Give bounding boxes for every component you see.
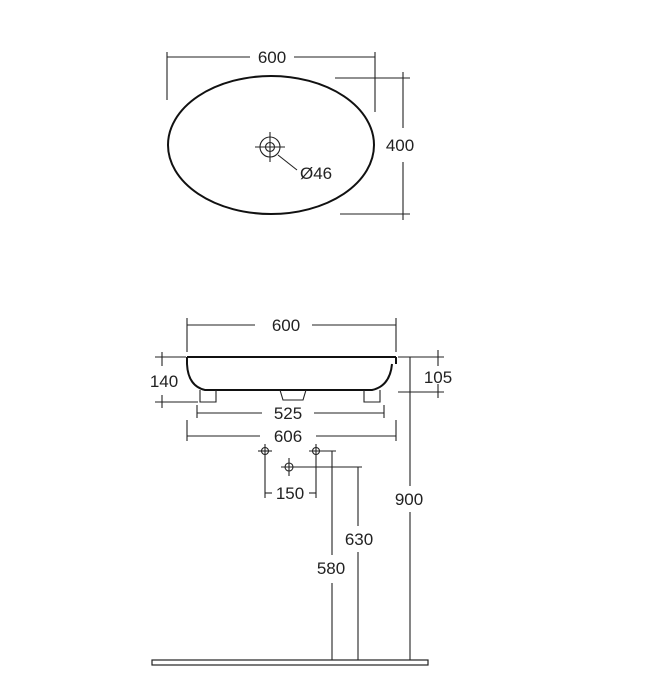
bowl-height-dimension [398, 350, 444, 398]
height-580-label: 580 [317, 559, 345, 578]
waste-outlet [255, 132, 298, 171]
bowl-height-label: 105 [424, 368, 452, 387]
waste-point [281, 458, 362, 476]
fixing-spacing-label: 150 [276, 484, 304, 503]
top-view: Ø46 600 400 [166, 48, 414, 220]
side-width-label: 600 [272, 316, 300, 335]
top-width-dimension [166, 52, 376, 112]
wall-width-dimension [186, 420, 397, 441]
overall-height-dimension [155, 352, 198, 408]
waste-diameter-label: Ø46 [300, 164, 332, 183]
base-width-label: 525 [274, 404, 302, 423]
top-depth-dimension [335, 72, 410, 220]
floor-line [151, 659, 429, 666]
basin-side-profile [186, 356, 397, 403]
height-630-label: 630 [345, 530, 373, 549]
fixing-points [258, 444, 336, 458]
wall-width-label: 606 [274, 427, 302, 446]
overall-height-label: 140 [150, 372, 178, 391]
side-view: 600 140 105 [150, 316, 452, 666]
side-width-dimension [186, 318, 397, 352]
base-width-dimension [196, 405, 385, 418]
fixing-spacing-dimension [264, 458, 317, 498]
top-depth-label: 400 [386, 136, 414, 155]
height-900-label: 900 [395, 490, 423, 509]
top-width-label: 600 [258, 48, 286, 67]
basin-top-outline [167, 75, 375, 215]
